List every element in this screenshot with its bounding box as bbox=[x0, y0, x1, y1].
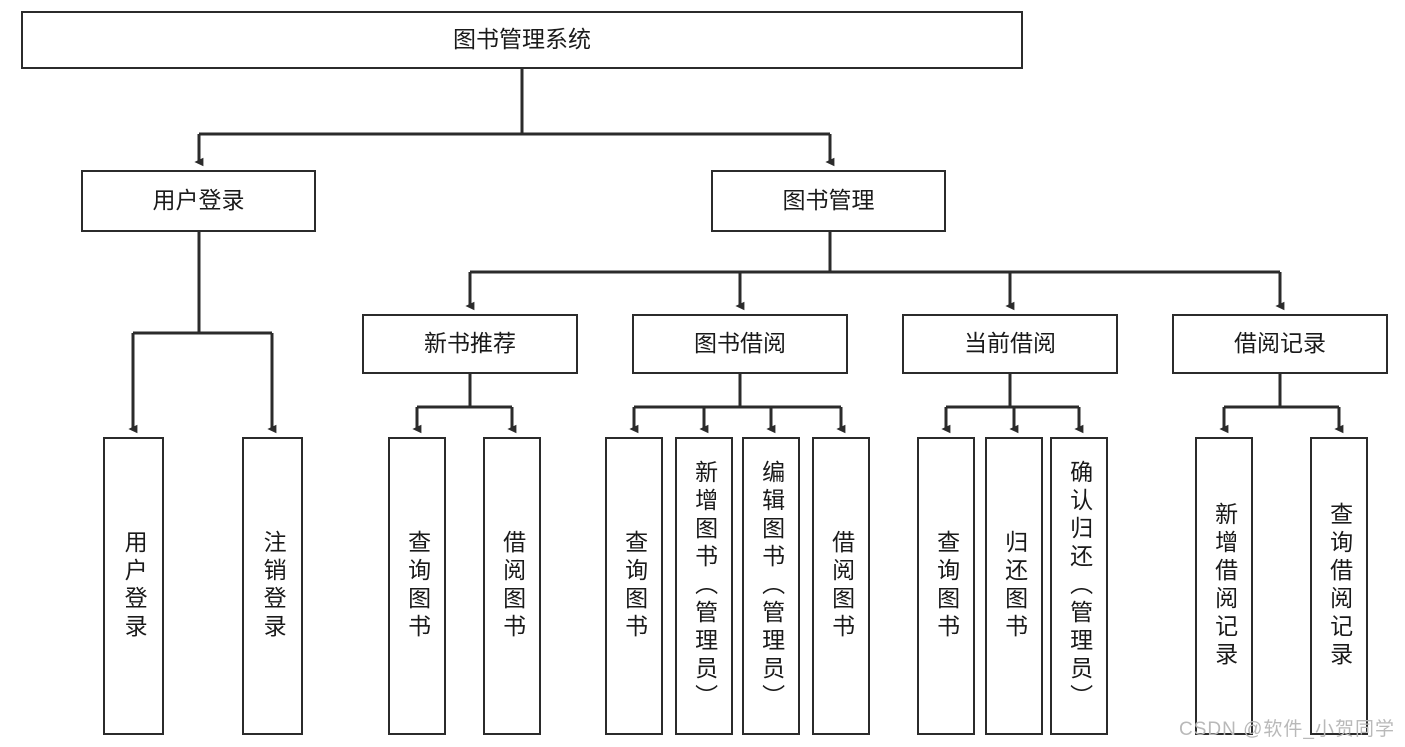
node-book-borrow[interactable]: 图书借阅 bbox=[632, 314, 848, 374]
node-leaf-borrow-book-1[interactable]: 借阅图书 bbox=[483, 437, 541, 735]
node-leaf-borrow-book-1-label: 借阅图书 bbox=[499, 530, 526, 642]
node-leaf-confirm-return[interactable]: 确认归还（管理员） bbox=[1050, 437, 1108, 735]
node-leaf-query-book-2[interactable]: 查询图书 bbox=[605, 437, 663, 735]
node-leaf-edit-book[interactable]: 编辑图书（管理员） bbox=[742, 437, 800, 735]
node-user-login[interactable]: 用户登录 bbox=[81, 170, 316, 232]
node-book-borrow-label: 图书借阅 bbox=[694, 330, 786, 357]
node-leaf-logout[interactable]: 注销登录 bbox=[242, 437, 303, 735]
node-leaf-add-book-label: 新增图书（管理员） bbox=[691, 460, 718, 712]
node-leaf-logout-label: 注销登录 bbox=[260, 530, 287, 642]
node-leaf-confirm-return-label: 确认归还（管理员） bbox=[1066, 460, 1093, 712]
watermark: CSDN @软件_小贺同学 bbox=[1179, 719, 1395, 740]
node-borrow-record-label: 借阅记录 bbox=[1234, 330, 1326, 357]
node-new-book-recommend-label: 新书推荐 bbox=[424, 330, 516, 357]
node-leaf-query-record-label: 查询借阅记录 bbox=[1326, 502, 1353, 670]
node-new-book-recommend[interactable]: 新书推荐 bbox=[362, 314, 578, 374]
node-leaf-user-login-label: 用户登录 bbox=[121, 530, 148, 642]
node-leaf-return-book[interactable]: 归还图书 bbox=[985, 437, 1043, 735]
node-borrow-record[interactable]: 借阅记录 bbox=[1172, 314, 1388, 374]
node-leaf-user-login[interactable]: 用户登录 bbox=[103, 437, 164, 735]
node-leaf-edit-book-label: 编辑图书（管理员） bbox=[758, 460, 785, 712]
node-leaf-add-book[interactable]: 新增图书（管理员） bbox=[675, 437, 733, 735]
node-leaf-add-record[interactable]: 新增借阅记录 bbox=[1195, 437, 1253, 735]
node-current-borrow-label: 当前借阅 bbox=[964, 330, 1056, 357]
node-leaf-query-book-3-label: 查询图书 bbox=[933, 530, 960, 642]
node-leaf-return-book-label: 归还图书 bbox=[1001, 530, 1028, 642]
node-leaf-query-record[interactable]: 查询借阅记录 bbox=[1310, 437, 1368, 735]
node-current-borrow[interactable]: 当前借阅 bbox=[902, 314, 1118, 374]
node-leaf-borrow-book-2-label: 借阅图书 bbox=[828, 530, 855, 642]
node-leaf-add-record-label: 新增借阅记录 bbox=[1211, 502, 1238, 670]
node-root[interactable]: 图书管理系统 bbox=[21, 11, 1023, 69]
node-user-login-label: 用户登录 bbox=[152, 187, 245, 214]
node-leaf-query-book-1-label: 查询图书 bbox=[404, 530, 431, 642]
node-leaf-query-book-2-label: 查询图书 bbox=[621, 530, 648, 642]
node-leaf-query-book-1[interactable]: 查询图书 bbox=[388, 437, 446, 735]
node-leaf-borrow-book-2[interactable]: 借阅图书 bbox=[812, 437, 870, 735]
node-root-label: 图书管理系统 bbox=[453, 26, 591, 53]
node-leaf-query-book-3[interactable]: 查询图书 bbox=[917, 437, 975, 735]
node-book-management[interactable]: 图书管理 bbox=[711, 170, 946, 232]
node-book-management-label: 图书管理 bbox=[782, 187, 875, 214]
